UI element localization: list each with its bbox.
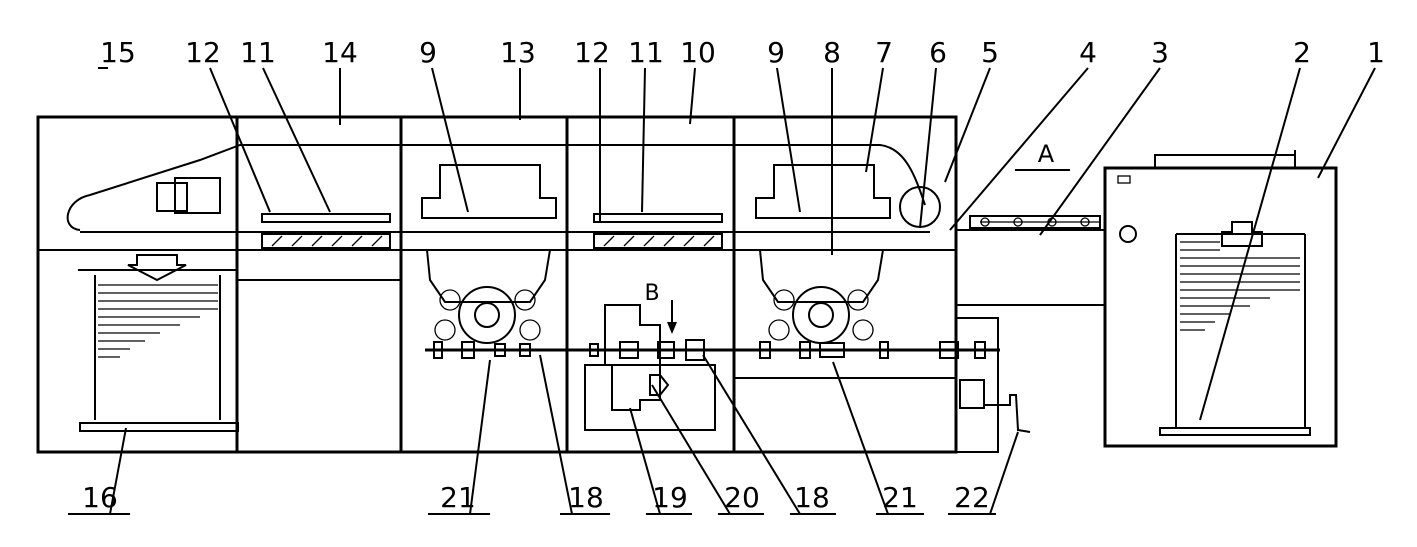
callout-21-left: 21: [440, 481, 476, 514]
callout-12-right: 12: [574, 36, 610, 69]
callout-12-left: 12: [185, 36, 221, 69]
callout-6: 6: [929, 36, 947, 69]
callout-13: 13: [500, 36, 536, 69]
callout-20: 20: [724, 481, 760, 514]
drive-shaft: [425, 340, 1000, 360]
print-head-right: [756, 165, 890, 218]
callout-1: 1: [1367, 36, 1385, 69]
callout-21-right: 21: [882, 481, 918, 514]
callout-5: 5: [981, 36, 999, 69]
callout-11-right: 11: [628, 36, 664, 69]
callout-22: 22: [954, 481, 990, 514]
view-marker-a: A: [1038, 140, 1055, 168]
feeder-unit: [1105, 150, 1336, 446]
callout-18-right: 18: [794, 481, 830, 514]
callout-19: 19: [652, 481, 688, 514]
callout-3: 3: [1151, 36, 1169, 69]
view-arrow-b: [667, 300, 677, 334]
transfer-bridge: [956, 216, 1105, 305]
callout-4: 4: [1079, 36, 1097, 69]
callout-15: 15: [100, 36, 136, 69]
cylinder-assembly-left: [427, 250, 550, 343]
callout-10: 10: [680, 36, 716, 69]
callout-8: 8: [823, 36, 841, 69]
callout-11-left: 11: [240, 36, 276, 69]
hand-crank: [956, 318, 1030, 452]
callout-9-left: 9: [419, 36, 437, 69]
callout-2: 2: [1293, 36, 1311, 69]
view-marker-b: B: [644, 281, 659, 306]
callout-7: 7: [875, 36, 893, 69]
print-head-left: [422, 165, 556, 218]
gear-box: [585, 305, 715, 430]
callout-14: 14: [322, 36, 358, 69]
callout-9-right: 9: [767, 36, 785, 69]
callout-16: 16: [82, 481, 118, 514]
cylinder-assembly-right: [760, 250, 883, 343]
stacker: [78, 255, 238, 431]
callout-18-left: 18: [568, 481, 604, 514]
